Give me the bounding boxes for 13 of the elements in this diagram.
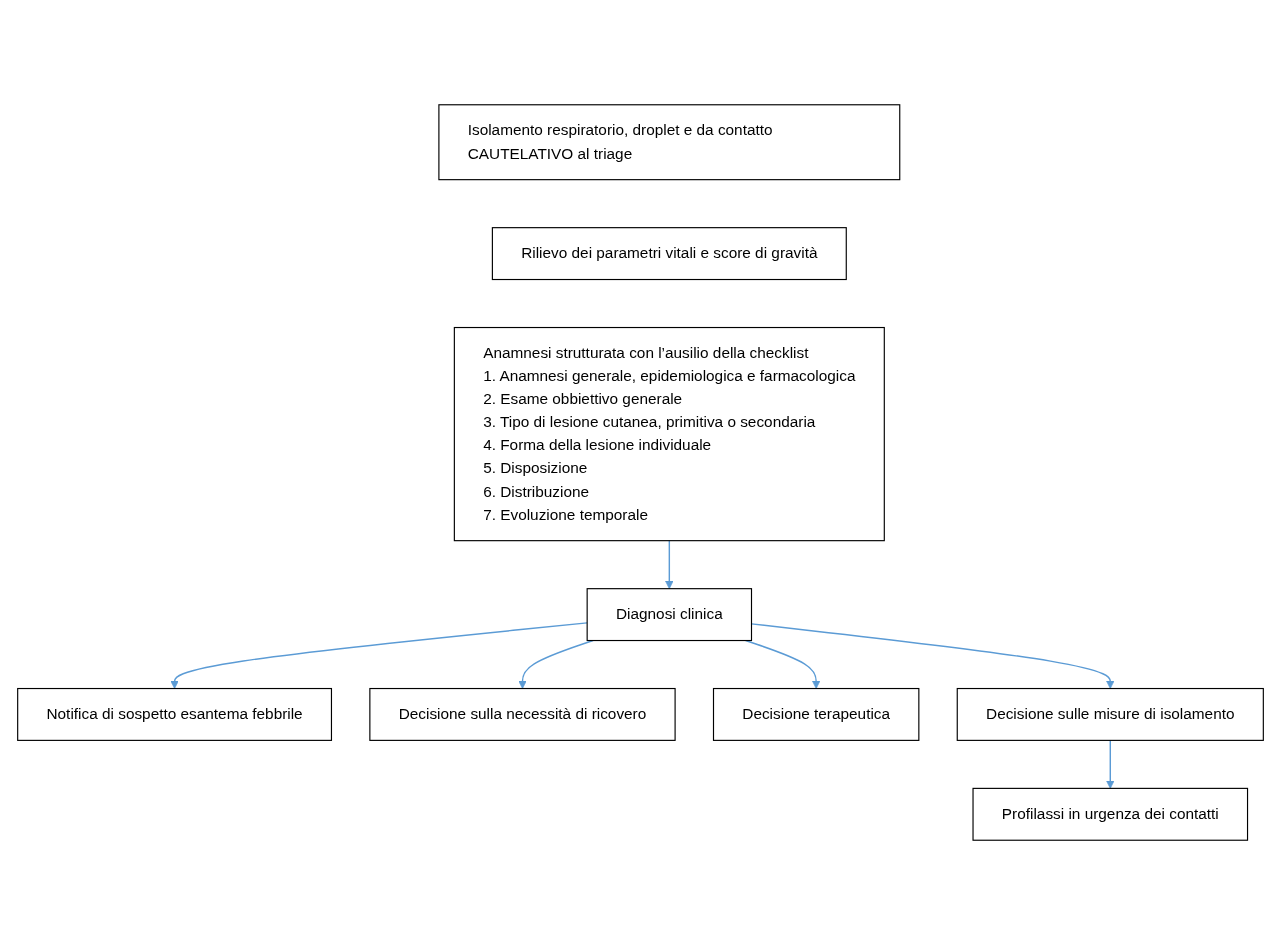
node-box: Profilassi in urgenza dei contatti [972, 787, 1249, 841]
arrow [518, 639, 594, 689]
arrow [170, 622, 588, 689]
node-box: Decisione sulla necessità di ricovero [369, 687, 676, 741]
arrow [1106, 739, 1115, 789]
node-box: Decisione terapeutica [712, 687, 920, 741]
node-box: Notifica di sospetto esantema febbrile [17, 687, 333, 741]
node-box: Rilievo dei parametri vitali e score di gravità [491, 227, 847, 281]
node-box: Decisione sulle misure di isolamento [956, 687, 1264, 741]
arrow [665, 539, 674, 590]
node-box: Anamnesi strutturata con l’ausilio della checklist 1. Anamnesi generale, epidemiologica e farmacologica 2. Esame obbiettivo generale 3. Tipo di lesione cutanea, primitiva o secondaria 4. Forma della lesione individuale 5. Disposizione 6. Distribuzione 7. Evoluzione temporale [453, 326, 885, 542]
node-box: Diagnosi clinica [586, 588, 753, 642]
node-box: Isolamento respiratorio, droplet e da contatto CAUTELATIVO al triage [438, 104, 901, 181]
